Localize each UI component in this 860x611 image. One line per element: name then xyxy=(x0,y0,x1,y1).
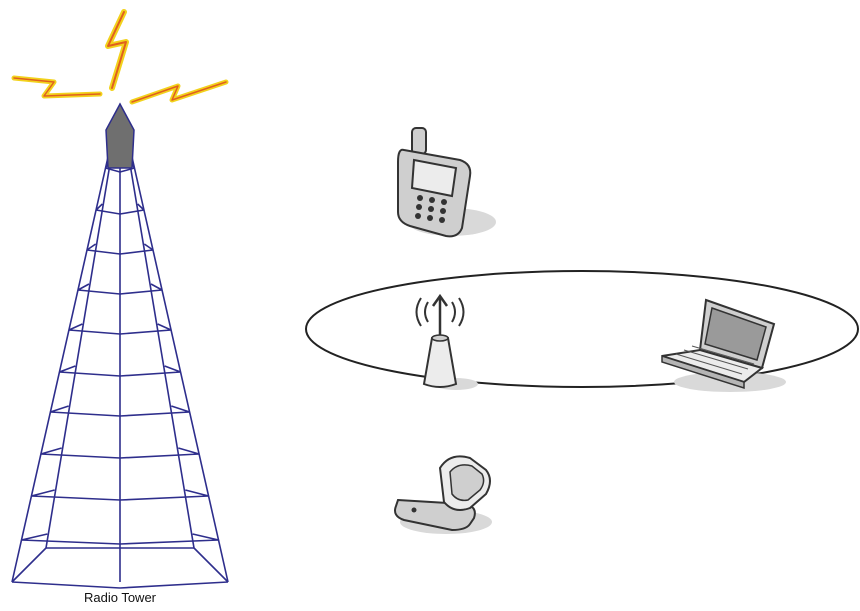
tower-crossbar xyxy=(120,210,144,214)
tower-crossbar xyxy=(120,496,209,500)
tower-crossbar xyxy=(120,372,181,376)
tower-crossbar xyxy=(31,490,54,496)
tower-crossbar xyxy=(69,330,120,334)
tower-crossbar xyxy=(21,540,120,544)
mobile-phone-icon xyxy=(398,128,496,236)
radio-tower-icon xyxy=(12,104,228,588)
tower-crossbar xyxy=(87,250,120,254)
coverage-area xyxy=(306,271,858,387)
tower-crossbar xyxy=(185,490,208,496)
tower-crossbar xyxy=(171,406,189,412)
signal-bolt-right xyxy=(132,82,226,102)
tower-crossbar xyxy=(158,324,171,330)
tower-crossbar xyxy=(21,534,47,540)
tower-crossbar xyxy=(120,290,162,294)
tower-base xyxy=(12,582,120,588)
tower-crossbar xyxy=(31,496,120,500)
tower-leg xyxy=(46,104,120,548)
tower-crossbar xyxy=(69,324,82,330)
tower-crossbar xyxy=(59,366,75,372)
signal-bolts xyxy=(14,12,226,102)
tower-crossbar xyxy=(120,330,171,334)
tower-crossbar xyxy=(120,250,153,254)
tower-crossbar xyxy=(50,406,68,412)
laptop-icon xyxy=(662,300,786,392)
tower-crossbar xyxy=(59,372,120,376)
tower-base xyxy=(12,548,46,582)
tower-crossbar xyxy=(120,412,190,416)
flip-phone-icon xyxy=(395,456,492,534)
tower-base xyxy=(194,548,228,582)
tower-cap xyxy=(106,104,134,168)
tower-crossbar xyxy=(50,412,120,416)
tower-lattice xyxy=(12,104,228,588)
tower-crossbar xyxy=(165,366,181,372)
tower-leg xyxy=(12,104,120,582)
tower-crossbar xyxy=(193,534,219,540)
signal-bolt-left xyxy=(14,78,100,96)
tower-leg xyxy=(120,104,194,548)
tower-crossbar xyxy=(78,290,120,294)
tower-crossbar xyxy=(178,448,199,454)
tower-crossbar xyxy=(41,454,120,458)
tower-crossbar xyxy=(120,540,219,544)
tower-leg xyxy=(120,104,228,582)
tower-base xyxy=(120,582,228,588)
tower-crossbar xyxy=(120,454,199,458)
radio-tower-label: Radio Tower xyxy=(40,590,200,605)
tower-crossbar xyxy=(41,448,62,454)
wireless-access-point-icon xyxy=(417,296,479,390)
tower-crossbar xyxy=(96,210,120,214)
